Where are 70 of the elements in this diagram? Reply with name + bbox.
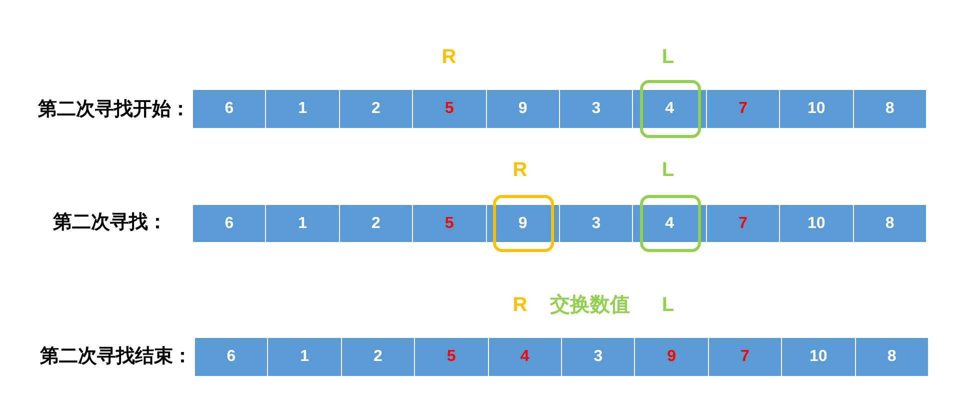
cell-value: 6	[224, 101, 234, 117]
array-cell	[266, 205, 340, 242]
array-cell	[706, 90, 780, 128]
cell-value: 4	[520, 349, 530, 365]
array-cell	[266, 90, 340, 128]
cell-value: 4	[665, 216, 674, 232]
pointer-letter: R	[442, 47, 456, 67]
cell-value: 9	[518, 216, 528, 232]
row-label: 第二次寻找：	[53, 212, 167, 232]
cell-value: 10	[807, 101, 826, 117]
array-cell	[562, 338, 636, 376]
cell-value: 8	[887, 349, 896, 365]
cell-value: 1	[298, 101, 308, 117]
array-cell	[560, 205, 634, 242]
row-label: 第二次寻找开始：	[38, 100, 190, 118]
action-note: 交换数值	[550, 295, 630, 315]
array-cell	[488, 338, 562, 376]
cell-value: 6	[226, 349, 236, 365]
row-label: 第二次寻找结束：	[40, 346, 192, 366]
cell-value: 1	[298, 216, 308, 232]
cell-value: 8	[885, 101, 894, 117]
array-cell	[782, 338, 856, 376]
cell-value: 8	[885, 216, 894, 232]
array-cell	[415, 338, 489, 376]
pointer-letter: R	[512, 295, 528, 315]
array-cell	[193, 205, 266, 242]
cell-value: 7	[738, 101, 748, 117]
array-cell	[856, 338, 929, 376]
array-cell	[195, 338, 268, 376]
array-cell	[854, 90, 927, 128]
cell-value: 3	[592, 101, 601, 117]
array-cell	[340, 90, 414, 128]
cell-value: 4	[665, 101, 674, 117]
array-cell	[780, 205, 854, 242]
cell-value: 7	[740, 349, 750, 365]
array-cell	[193, 90, 266, 128]
array-cell	[413, 205, 487, 242]
pointer-letter: R	[512, 160, 528, 180]
array-cell	[340, 205, 414, 242]
array-cell	[706, 205, 780, 242]
array-cell	[486, 205, 560, 242]
array-cell	[635, 338, 709, 376]
cell-value: 9	[667, 349, 676, 365]
pointer-letter: L	[662, 160, 674, 180]
cell-value: 7	[738, 216, 748, 232]
cell-value: 2	[374, 349, 382, 365]
array-cell	[633, 205, 707, 242]
array-cell	[413, 90, 487, 128]
array-cell	[342, 338, 416, 376]
array-cell	[268, 338, 342, 376]
array-cell	[854, 205, 927, 242]
cell-value: 3	[592, 216, 601, 232]
cell-value: 1	[300, 349, 310, 365]
pointer-letter: L	[662, 47, 674, 67]
pointer-letter: L	[662, 295, 674, 315]
cell-value: 2	[372, 101, 380, 117]
cell-value: 9	[518, 101, 528, 117]
array-cell	[633, 90, 707, 128]
cell-value: 2	[372, 216, 380, 232]
cell-value: 6	[224, 216, 234, 232]
array-cell	[780, 90, 854, 128]
array-cell	[708, 338, 782, 376]
cell-value: 3	[594, 349, 603, 365]
array-cell	[486, 90, 560, 128]
cell-value: 5	[444, 101, 454, 117]
cell-value: 10	[809, 349, 828, 365]
cell-value: 10	[807, 216, 826, 232]
cell-value: 5	[444, 216, 454, 232]
cell-value: 5	[446, 349, 456, 365]
array-cell	[560, 90, 634, 128]
